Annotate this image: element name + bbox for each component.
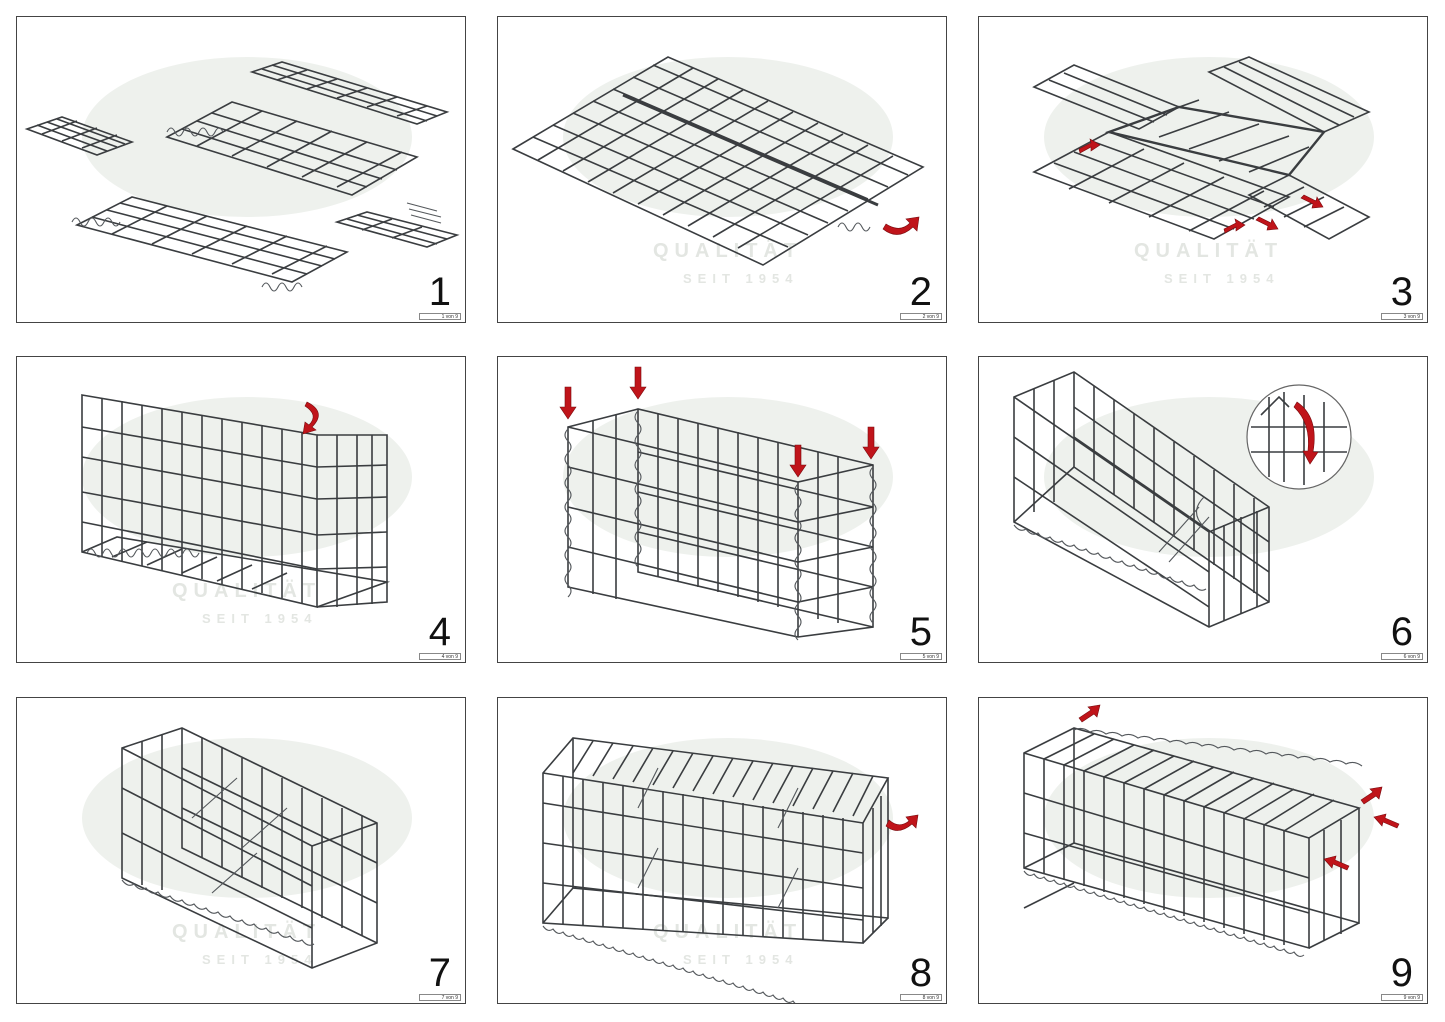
instruction-panel-3: QUALITÄT SEIT 1954 3 3 von 9 (978, 16, 1428, 323)
close-front-panel-illustration: QUALITÄT SEIT 1954 (542, 737, 919, 1003)
arrow-icon (1323, 855, 1350, 871)
rotate-arrow-icon (882, 216, 920, 235)
watermark-text: QUALITÄT (1134, 239, 1283, 262)
detail-magnifier (1246, 384, 1352, 490)
instruction-panel-4: QUALITÄT SEIT 1954 4 4 von 9 (16, 356, 466, 663)
arrow-icon (1300, 194, 1324, 209)
down-arrow-icon (862, 426, 880, 460)
arrow-icon (1360, 786, 1383, 805)
instruction-panel-1: 1 1 von 9 (16, 16, 466, 323)
page-footer: 7 von 9 (419, 994, 461, 1001)
flat-mesh-panels-illustration (24, 57, 460, 292)
page-footer: 5 von 9 (900, 653, 942, 660)
arrow-icon (1373, 813, 1400, 829)
step-number: 8 (909, 951, 932, 995)
rotate-arrow-icon (302, 401, 319, 435)
page-footer: 3 von 9 (1381, 313, 1423, 320)
joined-mesh-panels-illustration: QUALITÄT SEIT 1954 (511, 56, 925, 286)
down-arrow-icon (559, 386, 577, 420)
step-number: 2 (909, 270, 932, 314)
instruction-panel-7: QUALITÄT SEIT 1954 7 7 von 9 (16, 697, 466, 1004)
watermark-text: SEIT 1954 (202, 611, 317, 626)
insert-spiral-connectors-illustration (559, 366, 893, 641)
cross-layout-mesh-illustration: QUALITÄT SEIT 1954 (1032, 56, 1374, 286)
arrow-icon (1078, 138, 1101, 154)
instruction-panel-9: 9 9 von 9 (978, 697, 1428, 1004)
page-footer: 1 von 9 (419, 313, 461, 320)
page-footer: 6 von 9 (1381, 653, 1423, 660)
watermark-text: QUALITÄT (172, 920, 321, 943)
page-footer: 8 von 9 (900, 994, 942, 1001)
step-number: 6 (1390, 610, 1413, 654)
watermark-text: SEIT 1954 (1164, 271, 1279, 286)
watermark-text: SEIT 1954 (683, 271, 798, 286)
step-number: 1 (428, 270, 451, 314)
page-footer: 4 von 9 (419, 653, 461, 660)
arrow-icon (1223, 218, 1246, 234)
instruction-panel-2: QUALITÄT SEIT 1954 2 2 von 9 (497, 16, 947, 323)
step-number: 3 (1390, 270, 1413, 314)
instruction-panel-8: QUALITÄT SEIT 1954 8 8 von 9 (497, 697, 947, 1004)
add-divider-panel-illustration: QUALITÄT SEIT 1954 (82, 727, 412, 969)
instruction-panel-6: 6 6 von 9 (978, 356, 1428, 663)
fold-up-walls-illustration: QUALITÄT SEIT 1954 (81, 394, 412, 626)
rotate-arrow-icon (1293, 401, 1319, 465)
arrow-icon (1255, 216, 1279, 231)
watermark-text: SEIT 1954 (683, 952, 798, 967)
watermark-text: SEIT 1954 (202, 952, 317, 967)
step-number: 5 (909, 610, 932, 654)
fit-stiffeners-illustration (1013, 371, 1374, 628)
down-arrow-icon (789, 444, 807, 478)
finished-gabion-illustration (1023, 704, 1400, 957)
step-number: 9 (1390, 951, 1413, 995)
rotate-arrow-icon (885, 814, 919, 831)
page-footer: 2 von 9 (900, 313, 942, 320)
watermark-text: QUALITÄT (653, 239, 802, 262)
instruction-panel-5: 5 5 von 9 (497, 356, 947, 663)
page-footer: 9 von 9 (1381, 994, 1423, 1001)
step-number: 4 (428, 610, 451, 654)
arrow-icon (1078, 704, 1101, 723)
down-arrow-icon (629, 366, 647, 400)
step-number: 7 (428, 951, 451, 995)
